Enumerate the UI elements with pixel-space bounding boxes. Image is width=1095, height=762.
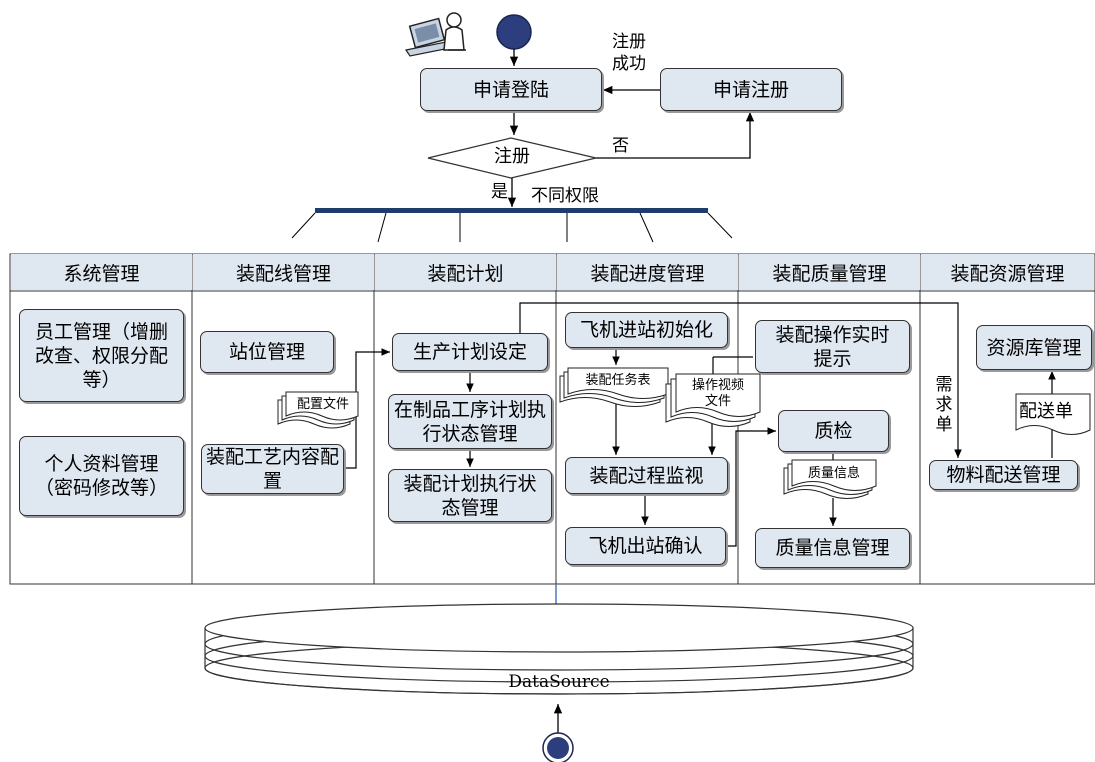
assembly-plan-status-box: 装配计划执行状态管理 [388,469,552,522]
config-file-doc-shape [277,391,359,429]
assembly-monitor-box: 装配过程监视 [565,457,728,494]
employee-mgmt-box: 员工管理（增删改查、权限分配等） [19,309,184,402]
quality-info-mgmt-box: 质量信息管理 [755,528,910,568]
video-file-doc-line2: 文件 [704,394,731,409]
aircraft-exit-box: 飞机出站确认 [565,527,726,565]
quality-info-doc: 质量信息 [807,466,860,481]
aircraft-init-box: 飞机进站初始化 [565,312,728,348]
delivery-doc-label: 配送单 [1019,401,1073,422]
lane-header-resource: 装配资源管理 [921,254,1094,290]
video-file-doc-shape [665,373,761,427]
end-node-inner [547,737,569,759]
fork-bar [315,208,708,213]
config-file-doc: 配置文件 [296,397,349,412]
register-success-label-2: 成功 [612,54,646,74]
decision-label: 注册 [494,146,530,167]
delivery-doc-shape [1015,393,1091,435]
task-list-doc: 装配任务表 [585,373,651,388]
yes-label: 是 [491,182,508,202]
station-mgmt-box: 站位管理 [200,331,334,373]
task-list-doc-shape [559,367,669,407]
demand-list-label: 需求单 [935,375,953,435]
login-request-box: 申请登陆 [420,68,602,111]
lane-header-line: 装配线管理 [193,254,374,290]
wip-plan-box: 在制品工序计划执行状态管理 [388,394,552,449]
inspection-box: 质检 [778,410,889,452]
process-config-box: 装配工艺内容配置 [201,444,344,494]
production-plan-box: 生产计划设定 [392,333,548,371]
lane-header-plan: 装配计划 [375,254,556,290]
no-label: 否 [612,136,629,156]
datasource-label: DataSource [508,672,610,692]
datasource-cylinder [204,603,914,695]
resource-library-box: 资源库管理 [976,325,1092,370]
quality-info-doc-shape [783,459,877,499]
permissions-label: 不同权限 [531,186,599,206]
material-delivery-box: 物料配送管理 [929,460,1078,490]
video-file-doc-line1: 操作视频 [691,378,744,393]
profile-mgmt-box: 个人资料管理（密码修改等） [19,436,184,516]
realtime-tip-box: 装配操作实时提示 [755,320,910,373]
lane-header-system: 系统管理 [11,254,192,290]
lane-header-progress: 装配进度管理 [557,254,738,290]
user-computer-icon [405,12,466,57]
register-success-label-1: 注册 [612,32,646,52]
lane-header-quality: 装配质量管理 [739,254,920,290]
start-node [496,14,532,50]
register-request-box: 申请注册 [660,68,842,111]
